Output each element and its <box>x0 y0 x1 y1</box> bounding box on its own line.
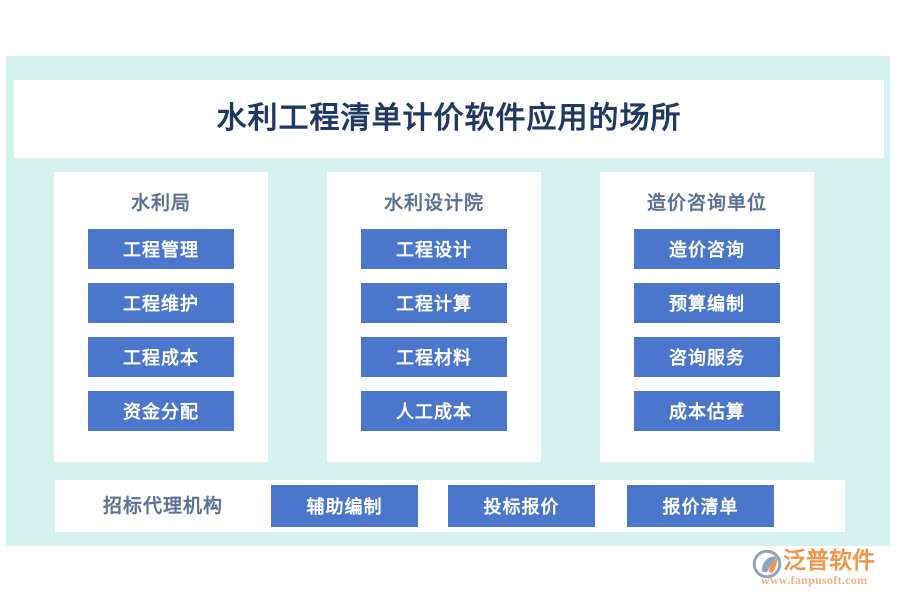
bottom-row-card: 招标代理机构 辅助编制 投标报价 报价清单 <box>55 480 845 532</box>
chip-item[interactable]: 预算编制 <box>634 283 780 323</box>
chip-item[interactable]: 工程材料 <box>361 337 507 377</box>
chip-item[interactable]: 工程管理 <box>88 229 234 269</box>
column-header: 水利局 <box>130 193 191 214</box>
chip-item[interactable]: 咨询服务 <box>634 337 780 377</box>
fanpu-logo-icon <box>752 549 782 579</box>
chip-item[interactable]: 工程计算 <box>361 283 507 323</box>
logo-text-block: 泛普软件 www.fanpusoft.com <box>761 547 875 588</box>
bottom-row-label: 招标代理机构 <box>102 495 223 517</box>
title-card: 水利工程清单计价软件应用的场所 <box>14 80 884 158</box>
column-card-cost-consulting: 造价咨询单位 造价咨询 预算编制 咨询服务 成本估算 <box>600 172 814 462</box>
logo-brand-name: 泛普软件 <box>783 547 875 573</box>
chip-item[interactable]: 工程设计 <box>361 229 507 269</box>
logo-website-url: www.fanpusoft.com <box>761 573 868 587</box>
chip-item[interactable]: 造价咨询 <box>634 229 780 269</box>
chip-item[interactable]: 工程维护 <box>88 283 234 323</box>
column-header: 造价咨询单位 <box>646 193 767 214</box>
chip-item[interactable]: 投标报价 <box>448 485 595 527</box>
chip-item[interactable]: 辅助编制 <box>271 485 418 527</box>
chip-item[interactable]: 成本估算 <box>634 391 780 431</box>
watermark-logo: 泛普软件 www.fanpusoft.com <box>752 548 892 594</box>
chip-item[interactable]: 资金分配 <box>88 391 234 431</box>
column-card-design-institute: 水利设计院 工程设计 工程计算 工程材料 人工成本 <box>327 172 541 462</box>
page-title: 水利工程清单计价软件应用的场所 <box>216 102 682 135</box>
column-header: 水利设计院 <box>383 193 484 214</box>
column-card-shuilija: 水利局 工程管理 工程维护 工程成本 资金分配 <box>54 172 268 462</box>
chip-item[interactable]: 人工成本 <box>361 391 507 431</box>
chip-item[interactable]: 报价清单 <box>627 485 774 527</box>
chip-item[interactable]: 工程成本 <box>88 337 234 377</box>
